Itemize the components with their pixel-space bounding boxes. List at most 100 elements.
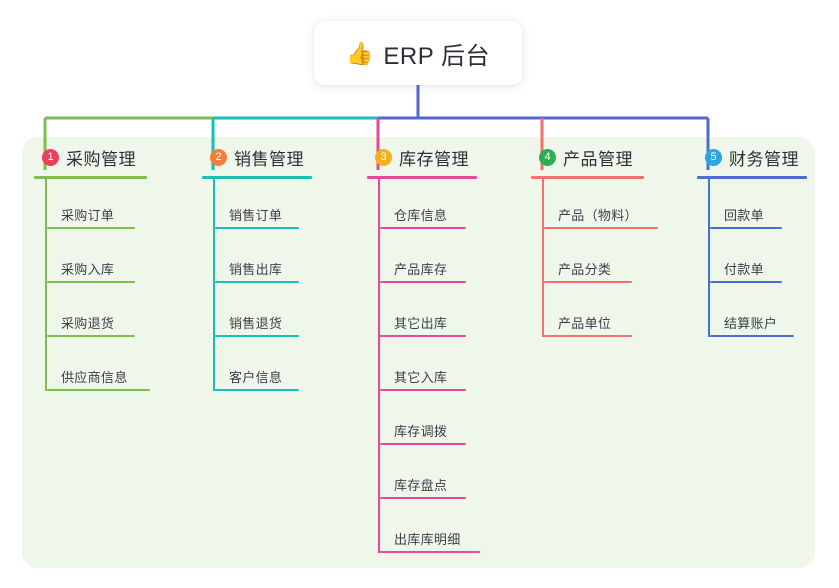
branch-header-3[interactable]: 3 库存管理 — [367, 146, 477, 169]
leaf-node-underline — [215, 335, 299, 337]
leaf-node-underline — [544, 335, 632, 337]
leaf-node-label: 库存调拨 — [394, 424, 448, 439]
branch-column-4: 4 产品管理产品（物料） 产品分类产品单位 — [531, 146, 658, 341]
leaf-node[interactable]: 其它出库 — [380, 287, 477, 341]
branch-badge-1: 1 — [42, 148, 59, 166]
leaf-node-underline — [47, 281, 135, 283]
branch-underline-4 — [531, 176, 644, 179]
leaf-node[interactable]: 采购订单 — [47, 179, 147, 233]
leaf-node[interactable]: 销售出库 — [215, 233, 312, 287]
branch-badge-4: 4 — [539, 148, 556, 166]
branch-header-1[interactable]: 1 采购管理 — [34, 146, 147, 169]
leaf-node-underline — [380, 227, 466, 229]
leaf-node-underline — [47, 227, 135, 229]
leaf-node-label: 供应商信息 — [61, 370, 128, 385]
branch-trunk-2 — [213, 179, 215, 391]
leaf-node[interactable]: 产品库存 — [380, 233, 477, 287]
leaf-node-underline — [380, 335, 466, 337]
branch-underline-2 — [202, 176, 312, 179]
leaf-node-label: 采购订单 — [61, 208, 115, 223]
leaf-node-underline — [710, 335, 794, 337]
branch-title-3: 库存管理 — [399, 149, 469, 169]
leaf-node-label: 客户信息 — [229, 370, 283, 385]
leaf-node[interactable]: 客户信息 — [215, 341, 312, 395]
leaf-node-label: 其它入库 — [394, 370, 448, 385]
leaf-node[interactable]: 采购入库 — [47, 233, 147, 287]
leaf-node-underline — [380, 443, 466, 445]
branch-items-3: 仓库信息产品库存其它出库其它入库库存调拨库存盘点出库库明细 — [367, 179, 480, 557]
branch-trunk-5 — [708, 179, 710, 337]
leaf-node-label: 回款单 — [724, 208, 764, 223]
diagram-panel — [22, 137, 815, 568]
leaf-node[interactable]: 供应商信息 — [47, 341, 150, 395]
branch-trunk-1 — [45, 179, 47, 391]
branch-column-1: 1 采购管理采购订单采购入库采购退货供应商信息 — [34, 146, 150, 395]
leaf-node-underline — [380, 551, 480, 553]
leaf-node[interactable]: 产品分类 — [544, 233, 644, 287]
branch-items-1: 采购订单采购入库采购退货供应商信息 — [34, 179, 150, 395]
leaf-node[interactable]: 其它入库 — [380, 341, 477, 395]
leaf-node-label: 销售退货 — [229, 316, 283, 331]
leaf-node-label: 结算账户 — [724, 316, 778, 331]
leaf-node[interactable]: 结算账户 — [710, 287, 807, 341]
leaf-node[interactable]: 付款单 — [710, 233, 807, 287]
leaf-node-underline — [380, 497, 466, 499]
leaf-node[interactable]: 销售退货 — [215, 287, 312, 341]
leaf-node-underline — [710, 281, 782, 283]
branch-badge-5: 5 — [705, 148, 722, 166]
branch-column-2: 2 销售管理销售订单销售出库销售退货客户信息 — [202, 146, 312, 395]
leaf-node-label: 销售出库 — [229, 262, 283, 277]
leaf-node-underline — [380, 281, 466, 283]
branch-title-1: 采购管理 — [66, 149, 136, 169]
leaf-node-label: 产品库存 — [394, 262, 448, 277]
root-node-title: ERP 后台 — [383, 42, 490, 70]
leaf-node-label: 产品分类 — [558, 262, 612, 277]
root-node-erp-backend[interactable]: 👍 ERP 后台 — [314, 21, 522, 85]
leaf-node-underline — [47, 335, 135, 337]
leaf-node-label: 销售订单 — [229, 208, 283, 223]
branch-column-3: 3 库存管理仓库信息产品库存其它出库其它入库库存调拨库存盘点出库库明细 — [367, 146, 480, 557]
leaf-node[interactable]: 仓库信息 — [380, 179, 477, 233]
branch-items-2: 销售订单销售出库销售退货客户信息 — [202, 179, 312, 395]
branch-items-4: 产品（物料） 产品分类产品单位 — [531, 179, 658, 341]
branch-title-2: 销售管理 — [234, 149, 304, 169]
branch-trunk-3 — [378, 179, 380, 553]
leaf-node-underline — [47, 389, 150, 391]
branch-underline-3 — [367, 176, 477, 179]
leaf-node[interactable]: 产品（物料） — [544, 179, 658, 233]
leaf-node-label: 付款单 — [724, 262, 764, 277]
leaf-node-underline — [380, 389, 466, 391]
branch-badge-2: 2 — [210, 148, 227, 166]
leaf-node-label: 采购退货 — [61, 316, 115, 331]
leaf-node[interactable]: 库存调拨 — [380, 395, 477, 449]
leaf-node-underline — [215, 281, 299, 283]
leaf-node[interactable]: 出库库明细 — [380, 503, 480, 557]
branch-column-5: 5 财务管理回款单付款单结算账户 — [697, 146, 807, 341]
leaf-node-underline — [544, 281, 632, 283]
branch-trunk-4 — [542, 179, 544, 337]
branch-items-5: 回款单付款单结算账户 — [697, 179, 807, 341]
leaf-node[interactable]: 采购退货 — [47, 287, 147, 341]
leaf-node-underline — [215, 227, 299, 229]
leaf-node-label: 其它出库 — [394, 316, 448, 331]
branch-badge-3: 3 — [375, 148, 392, 166]
leaf-node[interactable]: 回款单 — [710, 179, 807, 233]
leaf-node-underline — [710, 227, 782, 229]
branch-underline-5 — [697, 176, 807, 179]
branch-header-5[interactable]: 5 财务管理 — [697, 146, 807, 169]
leaf-node[interactable]: 库存盘点 — [380, 449, 477, 503]
leaf-node-label: 采购入库 — [61, 262, 115, 277]
branch-title-5: 财务管理 — [729, 149, 799, 169]
branch-title-4: 产品管理 — [563, 149, 633, 169]
leaf-node[interactable]: 产品单位 — [544, 287, 644, 341]
leaf-node-label: 库存盘点 — [394, 478, 448, 493]
thumbs-up-icon: 👍 — [346, 41, 374, 66]
leaf-node-underline — [544, 227, 658, 229]
leaf-node-label: 产品（物料） — [558, 208, 638, 223]
branch-header-4[interactable]: 4 产品管理 — [531, 146, 644, 169]
leaf-node-label: 出库库明细 — [394, 532, 461, 547]
branch-header-2[interactable]: 2 销售管理 — [202, 146, 312, 169]
leaf-node[interactable]: 销售订单 — [215, 179, 312, 233]
leaf-node-label: 仓库信息 — [394, 208, 448, 223]
